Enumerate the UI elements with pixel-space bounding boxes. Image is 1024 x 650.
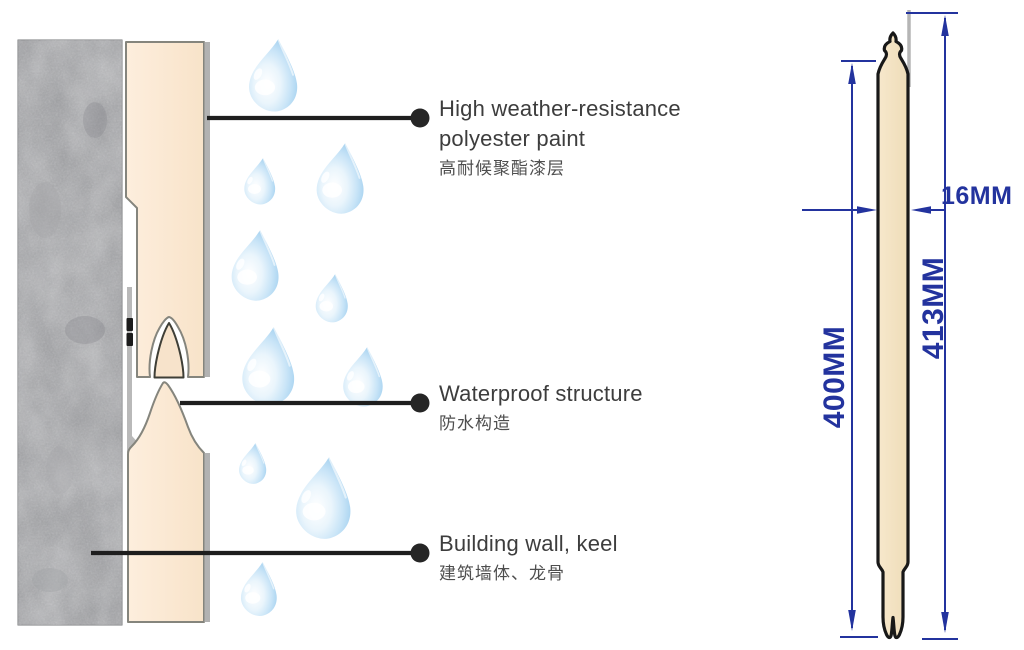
water-droplet-icon [295,455,352,540]
callout-line-zh: 高耐候聚酯漆层 [439,159,565,178]
callout-waterproof: Waterproof structure 防水构造 [439,379,643,435]
lower-panel-graphic [127,381,205,623]
water-droplet-icon [315,142,365,215]
fastener-clip-graphic [126,318,133,346]
callout-line: Waterproof structure [439,381,643,406]
panel-edge-band-lower [204,453,210,622]
arrowhead-down [941,612,949,633]
water-droplet-icon [342,346,384,408]
water-droplet-icon [248,38,299,113]
dimension-label-400mm: 400MM [818,325,851,429]
water-droplet-icon [238,442,267,485]
water-droplet-icon [241,325,296,407]
callout-line-zh: 建筑墙体、龙骨 [439,564,565,583]
callout-wall: Building wall, keel 建筑墙体、龙骨 [439,529,618,585]
panel-edge-band-upper [204,42,210,377]
upper-panel-graphic [125,41,205,378]
callout-line: polyester paint [439,126,586,151]
dimension-label-413mm: 413MM [917,256,950,360]
callout-line: High weather-resistance [439,96,681,121]
concrete-wall-graphic [17,39,123,626]
dimension-label-16mm: 16MM [941,182,1013,210]
dimension-lines [802,12,958,640]
leader-dots [410,108,430,563]
arrowhead-left [911,206,931,214]
panel-profile-graphic [876,31,910,640]
leader-dot [410,393,430,413]
water-droplet-icon [243,157,276,206]
callout-line: Building wall, keel [439,531,618,556]
leader-dot [410,108,430,128]
callout-line-zh: 防水构造 [439,414,511,433]
leader-lines [91,115,412,556]
arrowhead-up [848,63,856,84]
profile-dimension-drawing [802,10,958,640]
arrowhead-right [857,206,877,214]
water-droplets-icon [230,38,384,617]
water-droplet-icon [230,229,280,302]
joint-rib-graphic [153,322,185,379]
callout-paint: High weather-resistance polyester paint … [439,94,681,180]
leader-dot [410,543,430,563]
water-droplet-icon [240,561,278,617]
dimension-arrowheads [848,15,949,633]
water-droplet-icon [315,273,349,324]
arrowhead-up [941,15,949,36]
arrowhead-down [848,610,856,631]
